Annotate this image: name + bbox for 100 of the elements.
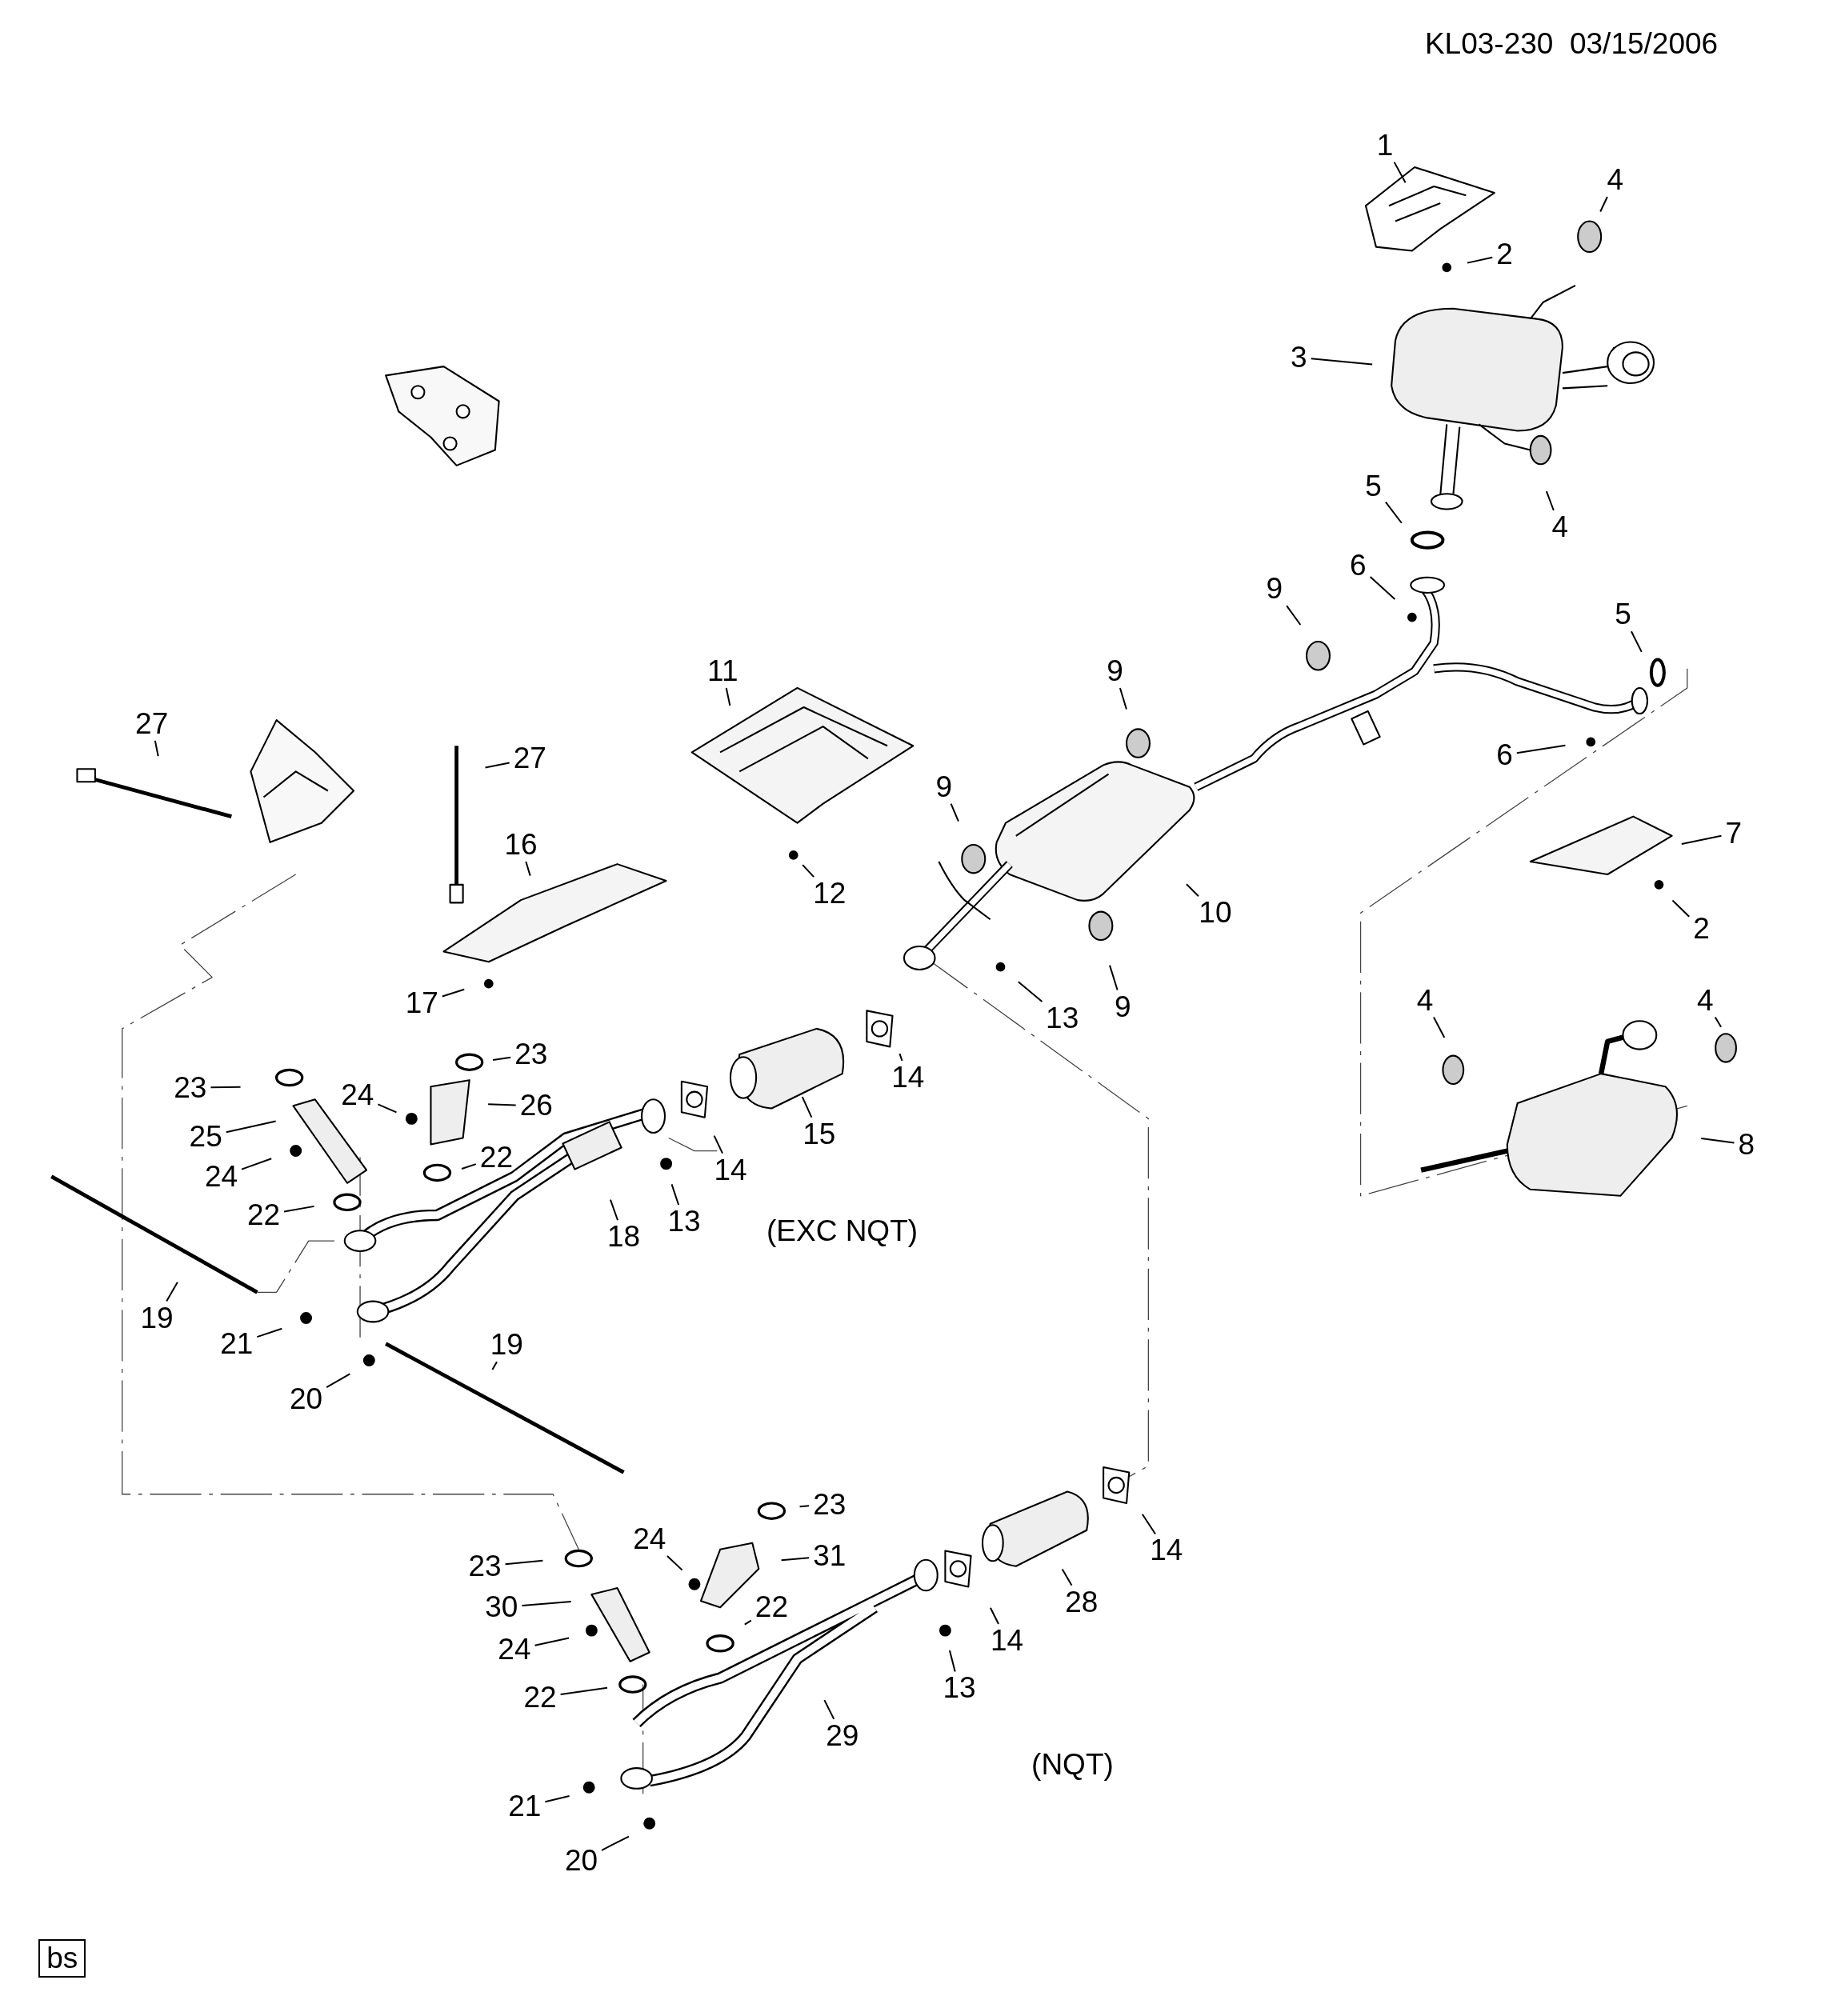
leader-line: [898, 1053, 903, 1062]
callout-number: 30: [483, 1591, 520, 1624]
leader-line: [1680, 834, 1723, 845]
callout-number: 2: [1691, 912, 1711, 945]
callout-number: 9: [934, 770, 955, 803]
variant-note: (NQT): [1031, 1749, 1114, 1781]
callout-number: 6: [1348, 550, 1368, 582]
leader-line: [525, 861, 531, 877]
callout-number: 5: [1613, 598, 1633, 631]
leader-line: [1109, 964, 1119, 991]
leader-line: [802, 864, 815, 878]
callout-number: 22: [478, 1141, 514, 1174]
callout-number: 28: [1063, 1586, 1100, 1618]
leader-line: [670, 1183, 680, 1206]
leader-line: [504, 1559, 544, 1566]
leader-line: [1545, 490, 1555, 511]
callout-number: 7: [1723, 817, 1743, 850]
leader-line: [241, 1158, 273, 1170]
leader-line: [1119, 687, 1127, 710]
leader-line: [1061, 1568, 1073, 1586]
callout-number: 24: [339, 1079, 376, 1112]
leader-line: [154, 739, 159, 758]
leader-line: [487, 1103, 517, 1106]
header-reference: KL03-230 03/15/2006: [1424, 28, 1719, 61]
leader-line: [1714, 1016, 1723, 1028]
leader-line: [823, 1699, 835, 1720]
leader-line: [1515, 744, 1567, 754]
callout-number: 22: [245, 1198, 282, 1231]
callout-number: 4: [1415, 984, 1435, 1017]
callout-number: 4: [1550, 511, 1570, 543]
leader-line: [780, 1557, 810, 1562]
leader-line: [491, 1361, 498, 1370]
leader-line: [1369, 576, 1396, 600]
leader-line: [210, 1086, 242, 1089]
leader-line: [666, 1555, 683, 1571]
callout-number: 6: [1495, 738, 1515, 771]
callout-number: 3: [1289, 341, 1309, 374]
callout-number: 20: [287, 1382, 325, 1415]
leader-line: [1432, 1016, 1446, 1039]
callout-number: 9: [1264, 573, 1285, 606]
leader-line: [544, 1794, 570, 1803]
callout-number: 24: [631, 1523, 668, 1555]
leader-line: [166, 1281, 178, 1302]
leader-line: [989, 1606, 1000, 1625]
callout-number: 16: [502, 829, 539, 861]
leader-line: [1017, 981, 1043, 1002]
callout-number: 14: [1148, 1534, 1185, 1567]
leader-line: [1141, 1513, 1157, 1535]
leader-line: [441, 988, 466, 998]
callout-number: 12: [811, 878, 848, 910]
leader-line: [801, 1096, 813, 1118]
callout-number: 20: [562, 1844, 600, 1877]
callout-number: 14: [890, 1061, 927, 1094]
callout-number: 25: [187, 1120, 224, 1153]
callout-number: 14: [712, 1154, 749, 1186]
callout-number: 5: [1363, 470, 1383, 502]
leader-line: [1310, 358, 1374, 366]
callout-number: 13: [666, 1205, 702, 1238]
variant-note: (EXC NQT): [766, 1214, 919, 1247]
callout-number: 31: [811, 1539, 848, 1572]
leader-line: [521, 1600, 572, 1607]
leader-line: [377, 1103, 398, 1114]
leader-line: [713, 1134, 723, 1154]
leader-line: [256, 1327, 283, 1338]
callout-number: 4: [1605, 164, 1626, 196]
callout-number: 15: [801, 1118, 838, 1150]
leader-line: [950, 802, 959, 822]
leader-line: [1286, 605, 1302, 626]
leader-line: [1630, 630, 1643, 653]
callout-number: 19: [138, 1302, 175, 1334]
callout-number: 23: [172, 1071, 209, 1104]
callout-number: 13: [941, 1672, 978, 1705]
leader-line: [1393, 161, 1407, 184]
callout-number: 9: [1105, 655, 1125, 688]
leader-line: [559, 1686, 608, 1696]
callout-number: 1: [1375, 129, 1395, 162]
leader-line: [1599, 196, 1608, 213]
callout-number: 8: [1736, 1128, 1757, 1161]
leader-line: [798, 1505, 810, 1508]
callout-number: 9: [1112, 990, 1133, 1023]
callout-number: 22: [753, 1591, 790, 1624]
callout-number: 18: [605, 1221, 642, 1254]
leader-line: [1466, 256, 1494, 264]
callout-number: 23: [811, 1488, 848, 1521]
callout-number: 19: [488, 1329, 525, 1362]
callout-number: 10: [1197, 897, 1234, 930]
callout-number: 27: [511, 742, 548, 775]
callout-number: 22: [522, 1681, 558, 1714]
diagram-code: bs: [38, 1938, 86, 1978]
leader-line: [492, 1056, 512, 1061]
callout-number: 26: [518, 1090, 554, 1122]
callout-number: 21: [218, 1327, 255, 1360]
leader-line: [326, 1373, 351, 1389]
leader-line: [461, 1163, 477, 1170]
callout-number: 23: [513, 1038, 550, 1070]
callout-number: 2: [1495, 238, 1515, 271]
leader-line: [1671, 899, 1691, 918]
leader-line: [484, 762, 510, 769]
leader-line: [283, 1205, 315, 1213]
leader-line: [1185, 883, 1199, 898]
